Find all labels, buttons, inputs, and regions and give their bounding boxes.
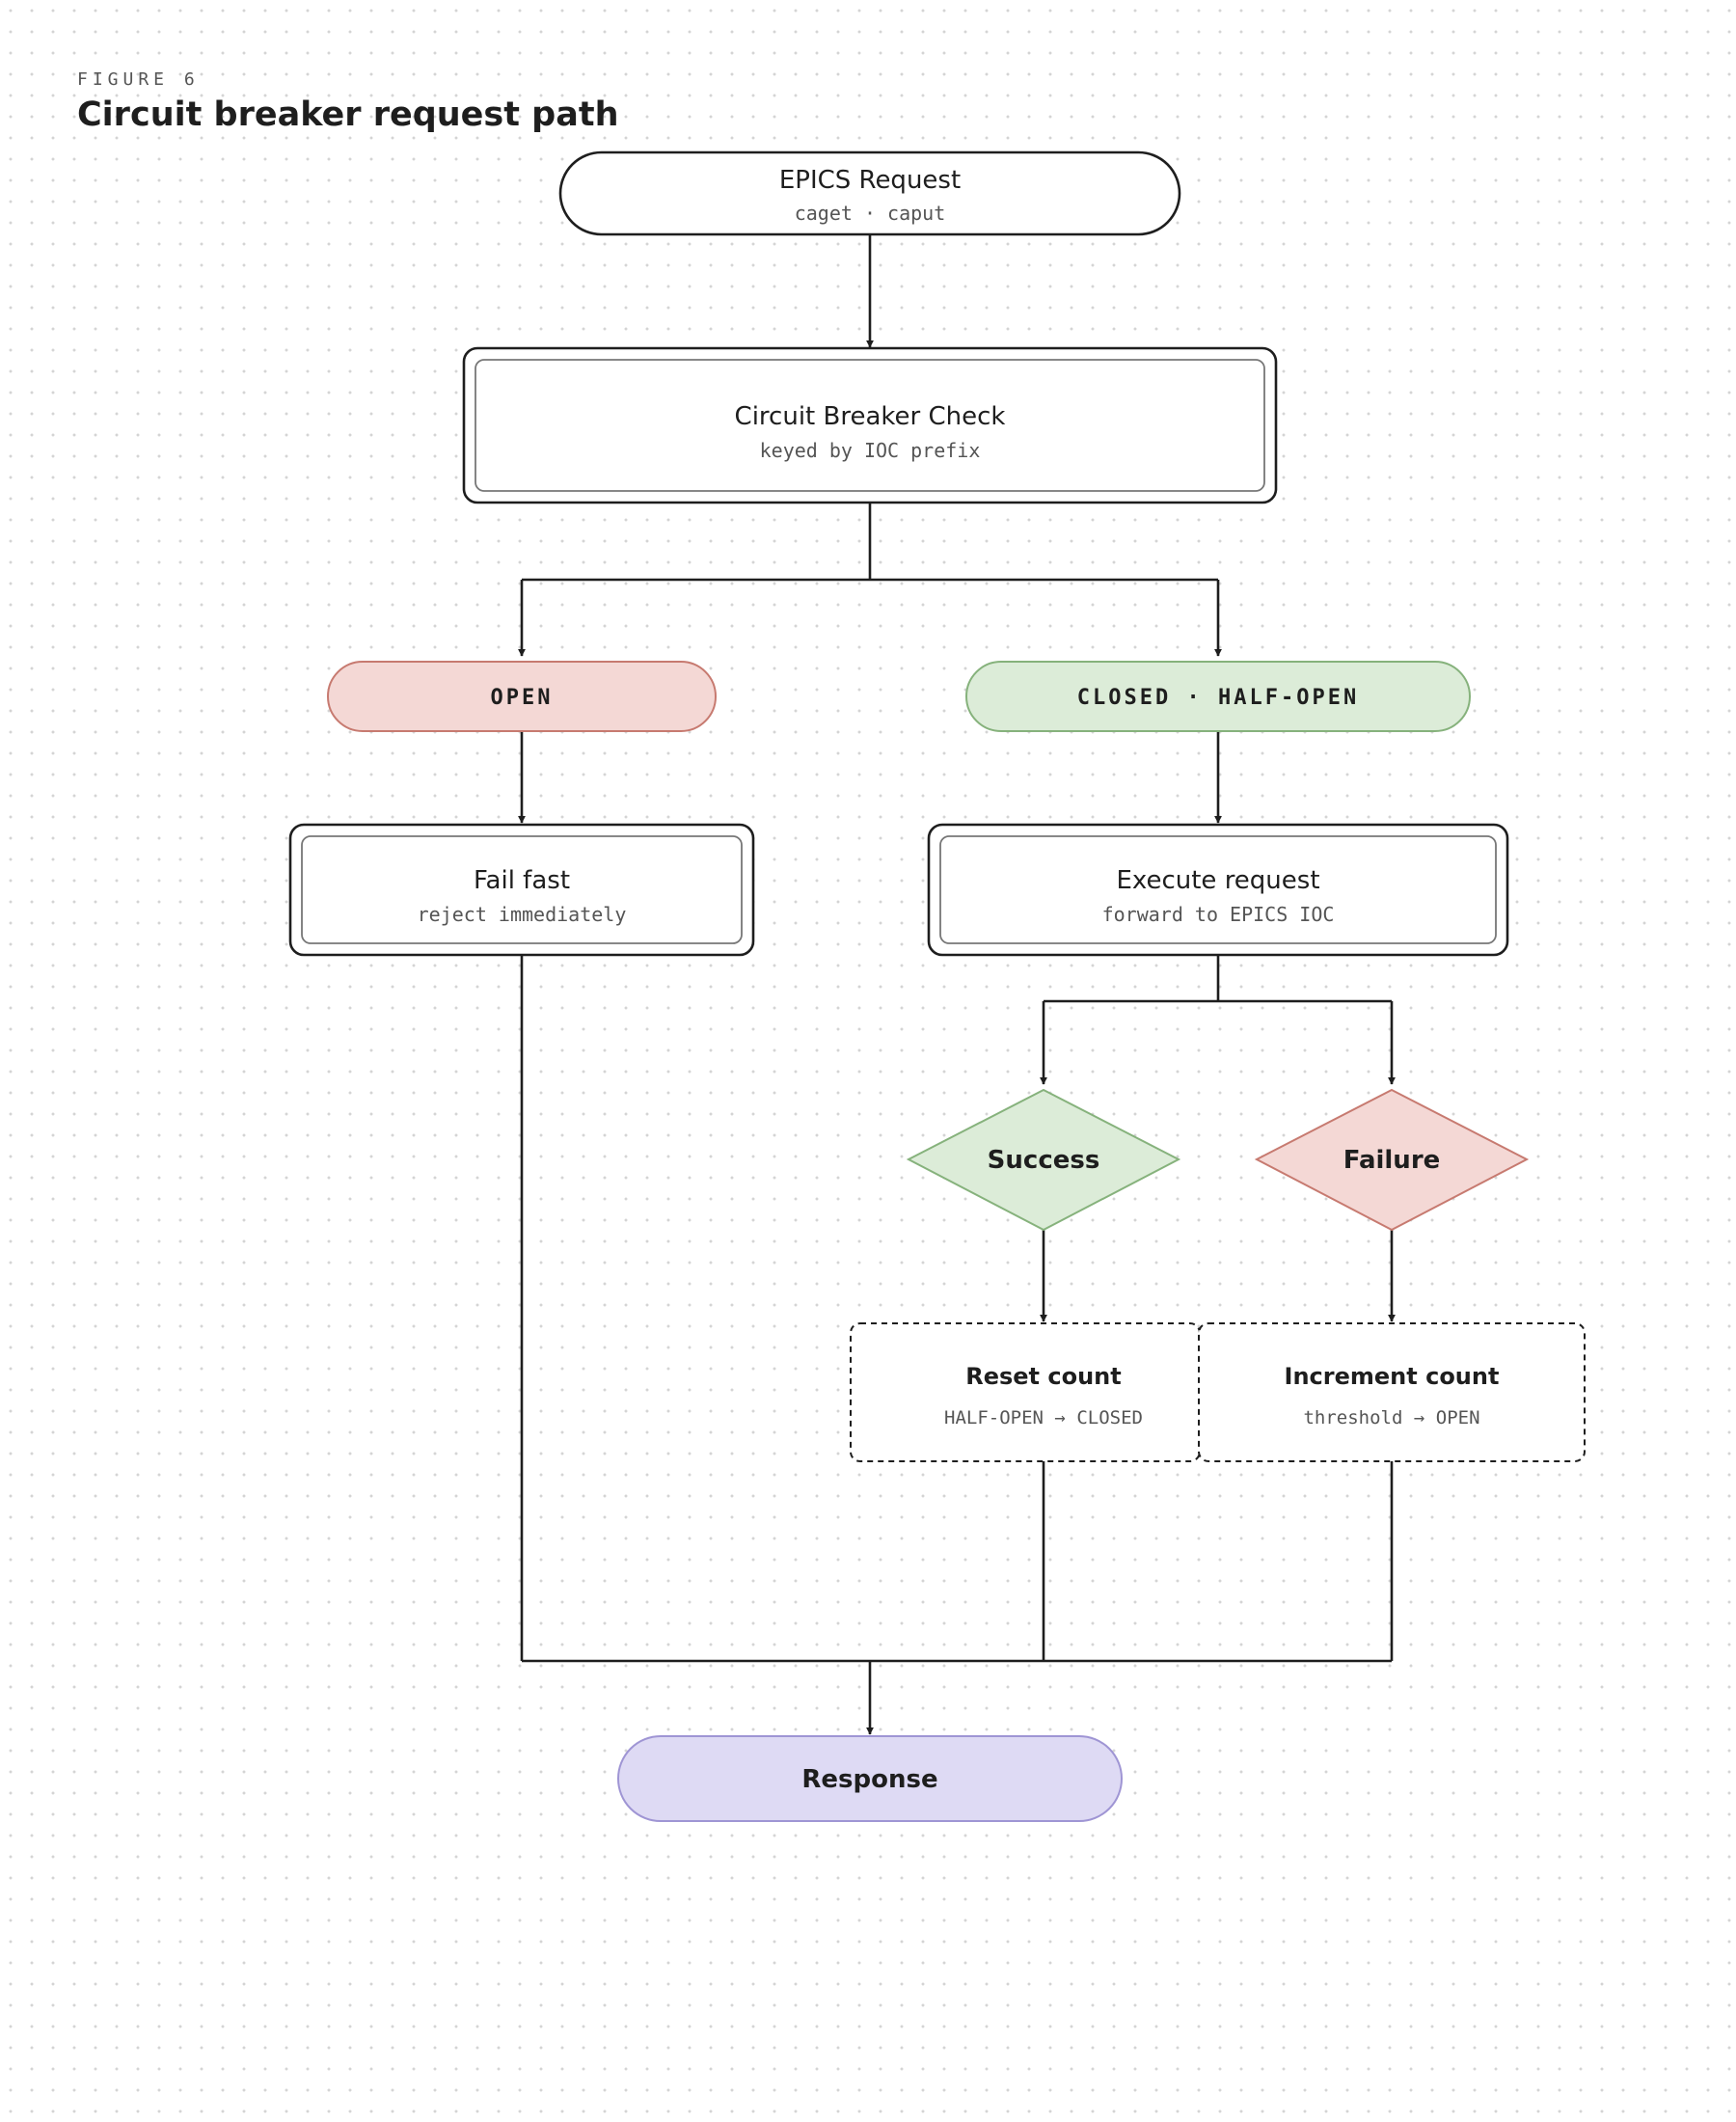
node-fail-fast: Fail fast reject immediately: [288, 823, 755, 957]
node-fail-fast-sub: reject immediately: [418, 903, 627, 926]
node-state-open-label: OPEN: [491, 686, 554, 710]
node-epics-request-label: EPICS Request: [779, 166, 961, 195]
node-state-closed-halfopen-label: CLOSED · HALF-OPEN: [1077, 686, 1359, 710]
node-circuit-breaker-check: Circuit Breaker Check keyed by IOC prefi…: [462, 346, 1278, 504]
node-fail-fast-label: Fail fast: [474, 866, 570, 895]
figure-title: Circuit breaker request path: [77, 95, 619, 134]
node-reset-count: Reset count HALF-OPEN → CLOSED: [850, 1322, 1201, 1462]
node-execute-request-sub: forward to EPICS IOC: [1102, 903, 1335, 926]
node-epics-request: EPICS Request caget · caput: [558, 150, 1181, 236]
node-increment-count: Increment count threshold → OPEN: [1198, 1322, 1586, 1462]
node-epics-request-sub: caget · caput: [795, 202, 946, 225]
node-failure-decision: Failure: [1254, 1088, 1530, 1232]
edges: [518, 234, 1396, 1735]
node-success-decision: Success: [906, 1088, 1181, 1232]
node-execute-request-label: Execute request: [1116, 866, 1319, 895]
node-success-label: Success: [988, 1146, 1100, 1175]
node-response: Response: [617, 1735, 1123, 1822]
node-execute-request: Execute request forward to EPICS IOC: [927, 823, 1509, 957]
node-state-closed-halfopen: CLOSED · HALF-OPEN: [965, 661, 1471, 732]
node-circuit-breaker-check-label: Circuit Breaker Check: [735, 402, 1006, 431]
figure-eyebrow: FIGURE 6: [77, 69, 200, 90]
node-increment-count-label: Increment count: [1285, 1363, 1500, 1390]
node-reset-count-label: Reset count: [965, 1363, 1122, 1390]
node-state-open: OPEN: [327, 661, 717, 732]
node-increment-count-sub: threshold → OPEN: [1303, 1407, 1479, 1428]
node-circuit-breaker-check-sub: keyed by IOC prefix: [760, 439, 981, 462]
node-reset-count-sub: HALF-OPEN → CLOSED: [944, 1407, 1143, 1428]
node-response-label: Response: [801, 1765, 937, 1794]
node-failure-label: Failure: [1343, 1146, 1441, 1175]
